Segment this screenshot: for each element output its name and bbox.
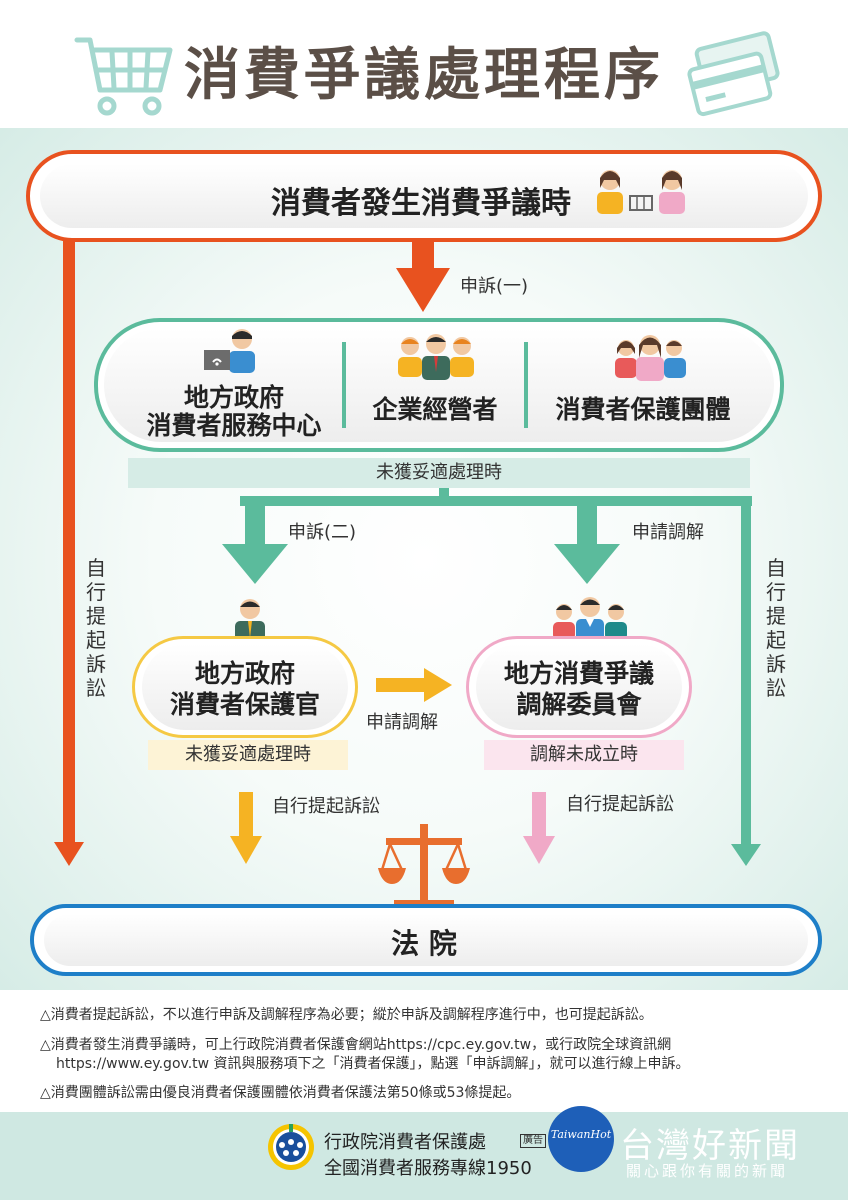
divider — [524, 342, 528, 428]
teal-horizontal-line — [240, 496, 752, 506]
complaint-one-label: 申訴(一) — [460, 276, 529, 297]
consumer-shopping-icon — [597, 170, 685, 214]
consumer-groups-label: 消費者保護團體 — [555, 395, 731, 424]
self-sue-pink-label: 自行提起訴訟 — [566, 794, 674, 815]
complaint-two-shaft — [245, 496, 265, 546]
local-gov-line1: 地方政府 — [183, 383, 284, 412]
business-group-icon — [398, 334, 474, 380]
band-connector — [439, 488, 449, 502]
not-resolved-band-bottom: 未獲妥適處理時 — [148, 740, 348, 770]
hotline: 全國消費者服務專線1950 — [324, 1158, 532, 1179]
note-2b: https://www.ey.gov.tw 資訊與服務項下之「消費者保護」，點選… — [56, 1056, 690, 1072]
right-lawsuit-arrowhead — [731, 844, 761, 866]
self-sue-right-label: 自行提起訴訟 — [766, 556, 786, 700]
mediation-shaft — [577, 496, 597, 546]
watermark-logo-text: TaiwanHot — [550, 1128, 612, 1141]
yellow-down-shaft — [239, 792, 253, 838]
yellow-down-arrowhead — [230, 836, 262, 864]
committee-line2: 調解委員會 — [516, 690, 642, 719]
left-lawsuit-line — [63, 232, 75, 844]
self-sue-yellow-label: 自行提起訴訟 — [272, 796, 380, 817]
apply-mediation-middle-label: 申請調解 — [366, 712, 438, 733]
ad-tag: 廣告 — [520, 1134, 546, 1148]
self-sue-left-label: 自行提起訴訟 — [86, 556, 106, 700]
complaint-one-arrowhead — [396, 268, 450, 312]
watermark-logo — [548, 1106, 614, 1172]
apply-mediation-right-label: 申請調解 — [632, 522, 704, 543]
pink-down-arrowhead — [523, 836, 555, 864]
committee-pill — [476, 644, 682, 730]
officer-line1: 地方政府 — [194, 659, 295, 688]
complaint-two-label: 申訴(二) — [288, 522, 357, 543]
scales-of-justice-icon — [378, 824, 470, 910]
header: 消費爭議處理程序 — [0, 0, 848, 128]
left-lawsuit-arrowhead — [54, 842, 84, 866]
footer: 行政院消費者保護處 廣告 全國消費者服務專線1950 TaiwanHot 台灣好… — [0, 1106, 848, 1200]
consumer-group-icon — [615, 335, 686, 381]
officer-to-committee-shaft — [376, 678, 426, 692]
complaint-two-arrowhead — [222, 544, 288, 584]
start-label: 消費者發生消費爭議時 — [271, 186, 571, 221]
officer-line2: 消費者保護官 — [169, 690, 320, 719]
note-1: △消費者提起訴訟，不以進行申訴及調解程序為必要；縱於申訴及調解程序進行中，也可提… — [40, 1007, 653, 1023]
not-resolved-band-top: 未獲妥適處理時 — [128, 458, 750, 488]
court-label: 法 院 — [391, 927, 457, 960]
footnotes: △消費者提起訴訟，不以進行申訴及調解程序為必要；縱於申訴及調解程序進行中，也可提… — [0, 990, 848, 1112]
mediation-arrowhead — [554, 544, 620, 584]
shopping-cart-icon — [74, 37, 173, 116]
officer-computer-icon — [204, 329, 255, 373]
business-label: 企業經營者 — [372, 395, 498, 424]
officer-pill — [142, 644, 348, 730]
mediation-failed-band: 調解未成立時 — [484, 740, 684, 770]
officer-to-committee-arrowhead — [424, 668, 452, 702]
court-pill — [44, 914, 808, 966]
note-3: △消費團體訴訟需由優良消費者保護團體依消費者保護法第50條或53條提起。 — [40, 1085, 521, 1101]
page-title: 消費爭議處理程序 — [184, 43, 664, 108]
local-gov-line2: 消費者服務中心 — [146, 411, 322, 440]
committee-line1: 地方消費爭議 — [503, 659, 654, 688]
credit-card-icon — [687, 31, 780, 117]
right-lawsuit-line — [741, 496, 751, 846]
complaint-one-shaft — [412, 240, 434, 270]
agency-logo-icon — [268, 1124, 314, 1170]
pink-down-shaft — [532, 792, 546, 838]
watermark-name: 台灣好新聞 — [620, 1126, 800, 1166]
watermark-slogan: 關心跟你有關的新聞 — [626, 1162, 789, 1180]
divider — [342, 342, 346, 428]
agency-name: 行政院消費者保護處 — [324, 1132, 486, 1153]
note-2a: △消費者發生消費爭議時，可上行政院消費者保護會網站https://cpc.ey.… — [40, 1037, 672, 1053]
